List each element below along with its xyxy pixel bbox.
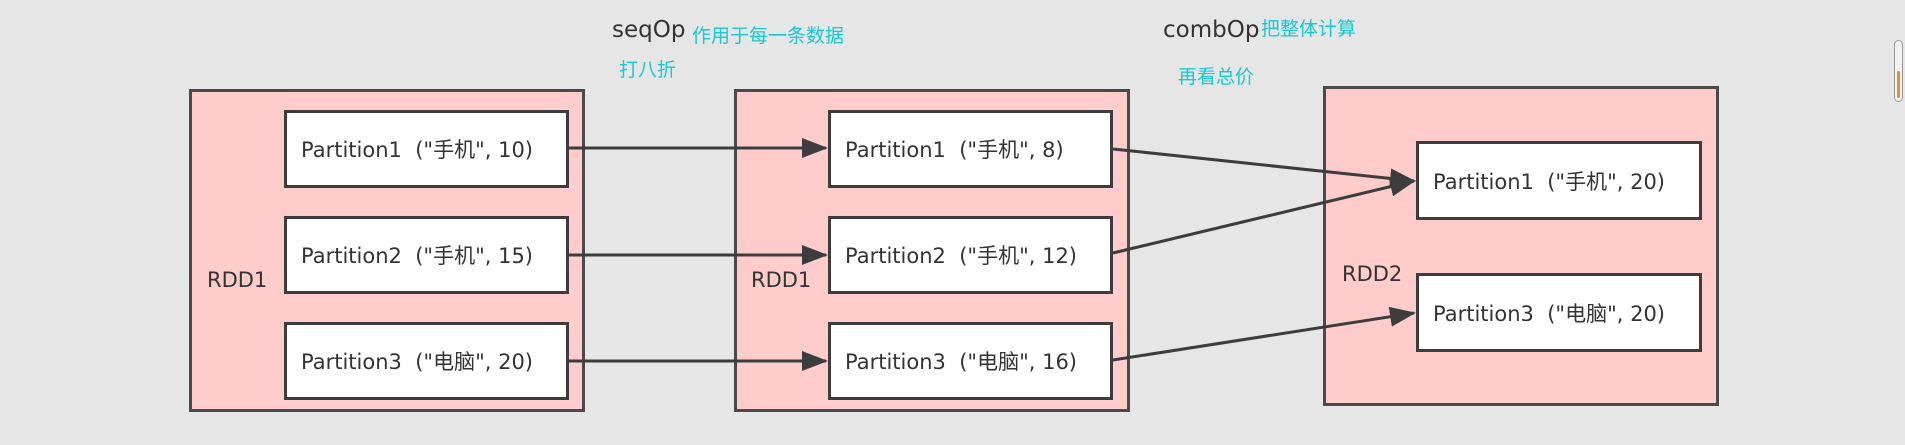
rdd1-seqop-partition3: Partition3 ("电脑", 16): [828, 322, 1113, 400]
combop-description-2: 再看总价: [1178, 66, 1255, 88]
combop-description: 把整体计算: [1261, 18, 1357, 40]
rdd2-partition3: Partition3 ("电脑", 20): [1416, 273, 1702, 352]
vertical-scrollbar[interactable]: [1894, 40, 1903, 102]
arrow-p1-combop: [1112, 147, 1416, 189]
rdd1-input-partition2: Partition2 ("手机", 15): [284, 216, 569, 294]
arrow-p2-combop: [1112, 176, 1416, 255]
rdd1-input-partition1: Partition1 ("手机", 10): [284, 110, 569, 188]
seqop-description-2: 打八折: [619, 59, 677, 81]
rdd1-input-partition3: Partition3 ("电脑", 20): [284, 322, 569, 400]
rdd1-seqop-label: RDD1: [751, 268, 812, 292]
rdd1-seqop-partition2: Partition2 ("手机", 12): [828, 216, 1113, 294]
arrow-p3-combop: [1112, 306, 1416, 362]
rdd1-seqop-partition1: Partition1 ("手机", 8): [828, 110, 1113, 188]
combop-label: combOp: [1163, 17, 1260, 43]
rdd1-input-label: RDD1: [207, 268, 268, 292]
scrollbar-thumb[interactable]: [1897, 71, 1900, 98]
rdd2-partition1: Partition1 ("手机", 20): [1416, 141, 1702, 220]
rdd2-container: [1323, 86, 1719, 406]
rdd2-label: RDD2: [1342, 262, 1403, 286]
seqop-description: 作用于每一条数据: [692, 25, 845, 47]
seqop-label: seqOp: [612, 17, 686, 43]
